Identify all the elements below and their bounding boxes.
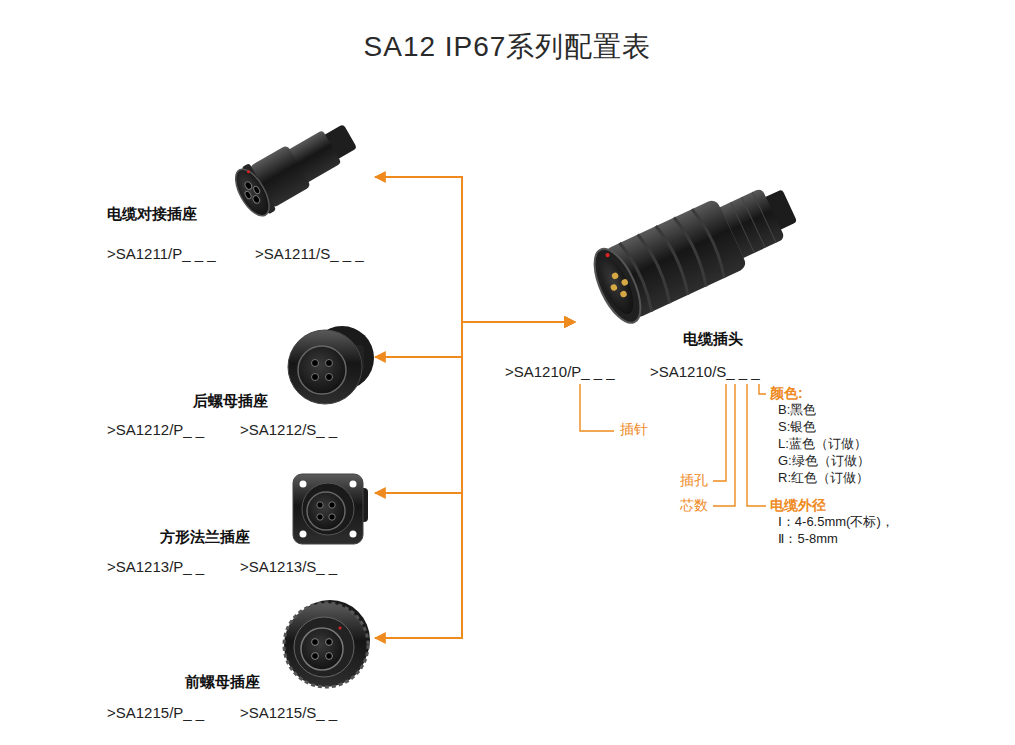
arrow-connector — [375, 177, 575, 322]
product-name: 方形法兰插座 — [160, 528, 250, 546]
part-number: >SA1210/S_ _ _ — [650, 363, 760, 381]
option-item: Ⅰ：4-6.5mm(不标)， — [778, 514, 894, 530]
option-item: G:绿色（订做） — [778, 453, 870, 469]
callout-label: 芯数 — [680, 497, 708, 514]
option-item: B:黑色 — [778, 402, 816, 418]
option-item: Ⅱ：5-8mm — [778, 531, 838, 547]
part-number: >SA1211/P_ _ _ — [107, 245, 216, 263]
cable-plug-figure — [585, 169, 806, 329]
option-item: R:红色（订做） — [778, 470, 869, 486]
option-item: L:蓝色（订做） — [778, 436, 867, 452]
part-number: >SA1212/S_ _ — [240, 421, 337, 439]
option-item: S:银色 — [778, 419, 816, 435]
product-name: 电缆插头 — [683, 330, 743, 348]
part-number: >SA1215/S_ _ — [240, 704, 337, 722]
product-node: 后螺母插座>SA1212/P_ _>SA1212/S_ _ — [285, 315, 375, 400]
arrow-connector — [375, 322, 575, 493]
arrow-connector — [375, 322, 575, 357]
product-name: 电缆对接插座 — [107, 205, 197, 223]
callout-label: 插孔 — [680, 472, 708, 489]
part-number: >SA1212/P_ _ — [107, 421, 204, 439]
callout-label: 插针 — [620, 421, 648, 438]
part-number: >SA1213/S_ _ — [240, 558, 337, 576]
part-number: >SA1215/P_ _ — [107, 704, 204, 722]
product-node: 电缆插头>SA1210/P_ _ _>SA1210/S_ _ _ — [575, 195, 790, 330]
part-number: >SA1210/P_ _ _ — [505, 363, 615, 381]
option-heading: 电缆外径 — [770, 497, 826, 514]
rear-nut-socket-figure — [288, 326, 374, 404]
product-node: 前螺母插座>SA1215/P_ _>SA1215/S_ _ — [280, 595, 375, 681]
front-nut-socket-figure — [284, 600, 370, 687]
product-node: 方形法兰插座>SA1213/P_ _>SA1213/S_ _ — [290, 451, 375, 536]
product-name: 前螺母插座 — [185, 673, 260, 691]
option-heading: 颜色: — [770, 385, 803, 402]
diagram-title: SA12 IP67系列配置表 — [0, 30, 1015, 64]
inline-socket-figure — [228, 113, 363, 222]
leader-lines — [580, 384, 766, 506]
product-node: 电缆对接插座>SA1211/P_ _ _>SA1211/S_ _ _ — [240, 135, 375, 220]
part-number: >SA1213/P_ _ — [107, 558, 204, 576]
square-flange-socket-figure — [293, 474, 368, 544]
part-number: >SA1211/S_ _ _ — [255, 245, 364, 263]
product-name: 后螺母插座 — [193, 392, 268, 410]
